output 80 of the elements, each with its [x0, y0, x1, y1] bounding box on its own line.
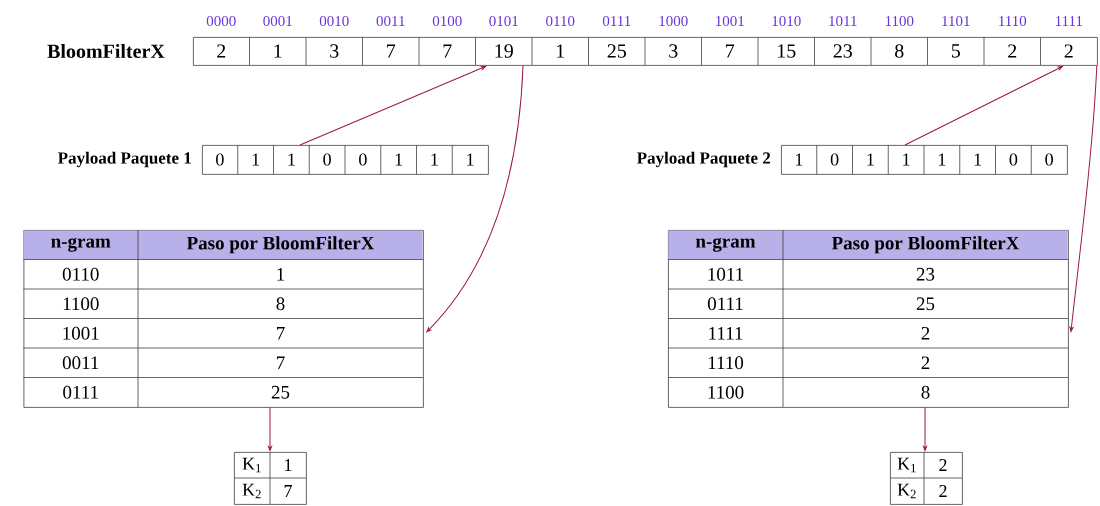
table-cell: 0111: [63, 385, 98, 399]
table-cell: 1110: [708, 356, 744, 370]
table-cell: 25: [916, 297, 935, 311]
table-cell: 1: [395, 153, 403, 166]
table-header: Paso por BloomFilterX: [186, 236, 375, 254]
table-cell: 0011: [62, 356, 99, 370]
table-cell: 1: [467, 153, 474, 166]
table-cell: 7: [277, 327, 285, 340]
table-cell: K$_{1}$: [242, 457, 261, 473]
arrow: [268, 407, 272, 451]
table-cell: 1: [974, 153, 982, 166]
table-cell: 25: [271, 385, 290, 399]
table-cell: 0: [323, 153, 331, 166]
arrow: [904, 65, 1063, 146]
table-cell: 8: [921, 385, 930, 399]
table-cell: 1: [939, 153, 946, 166]
table-cell: 1: [867, 153, 874, 166]
table-cell: 0: [216, 153, 224, 166]
table-cell: 19: [495, 44, 513, 58]
data-table: [667, 229, 1069, 408]
table-cell: 1: [277, 268, 285, 281]
table-cell: 0: [830, 153, 839, 166]
table-cell: 0: [1009, 153, 1018, 166]
table-cell: 5: [951, 44, 960, 58]
table-cell: 1: [274, 44, 282, 58]
table-cell: 1: [431, 153, 438, 166]
table-header: n-gram: [51, 237, 111, 252]
table-cell: 1111: [709, 327, 743, 340]
table-cell: K$_{2}$: [242, 483, 261, 499]
table-cell: 2: [939, 459, 947, 471]
table-cell: 1: [795, 153, 803, 166]
cell-array: [47, 36, 1098, 66]
table-cell: K$_{2}$: [897, 483, 916, 499]
cell-array: [58, 144, 489, 175]
table-cell: 2: [217, 44, 226, 58]
array-label: BloomFilterX: [47, 43, 165, 59]
table-cell: 7: [726, 44, 735, 58]
arrow: [299, 65, 487, 146]
table-cell: 1100: [708, 385, 744, 399]
table-cell: 15: [778, 44, 796, 58]
table-cell: 1011: [708, 267, 743, 281]
arrow: [923, 407, 927, 451]
table-cell: 1: [557, 44, 565, 58]
table-cell: 23: [916, 267, 935, 281]
table-cell: 1100: [63, 297, 99, 311]
table-cell: 2: [921, 326, 930, 340]
table-cell: 3: [669, 44, 678, 58]
arrow: [1069, 65, 1098, 332]
table-cell: 2: [1008, 44, 1017, 58]
table-cell: 0: [1045, 153, 1053, 166]
table-cell: 8: [895, 44, 904, 58]
arrow: [426, 65, 524, 333]
table-cell: 0110: [62, 267, 99, 281]
table-header: n-gram: [695, 237, 756, 252]
array-label: Payload Paquete 2: [637, 151, 771, 168]
table-cell: 2: [1064, 44, 1073, 58]
table-cell: 2: [921, 356, 930, 370]
cell-array: [637, 144, 1068, 175]
table-cell: 7: [284, 485, 292, 497]
table-cell: 1: [285, 459, 292, 471]
table-cell: 3: [330, 44, 339, 58]
table-cell: 23: [833, 44, 852, 58]
table-cell: 2: [939, 485, 947, 497]
table-cell: 0: [359, 153, 367, 166]
table-cell: 7: [277, 356, 285, 369]
array-label: Payload Paquete 1: [58, 151, 191, 168]
table-cell: 8: [276, 297, 285, 311]
table-cell: 25: [607, 44, 626, 58]
cell-array: [233, 451, 307, 505]
table-cell: K$_{1}$: [897, 457, 916, 473]
table-cell: 1: [903, 153, 910, 166]
table-cell: 1001: [63, 326, 99, 340]
table-header: Paso por BloomFilterX: [831, 236, 1020, 254]
table-cell: 1: [288, 153, 295, 166]
table-cell: 0111: [707, 297, 743, 311]
table-cell: 7: [387, 44, 396, 58]
data-table: [23, 229, 424, 408]
table-cell: 1: [252, 153, 260, 166]
table-cell: 7: [443, 44, 452, 58]
cell-array: [889, 451, 963, 505]
